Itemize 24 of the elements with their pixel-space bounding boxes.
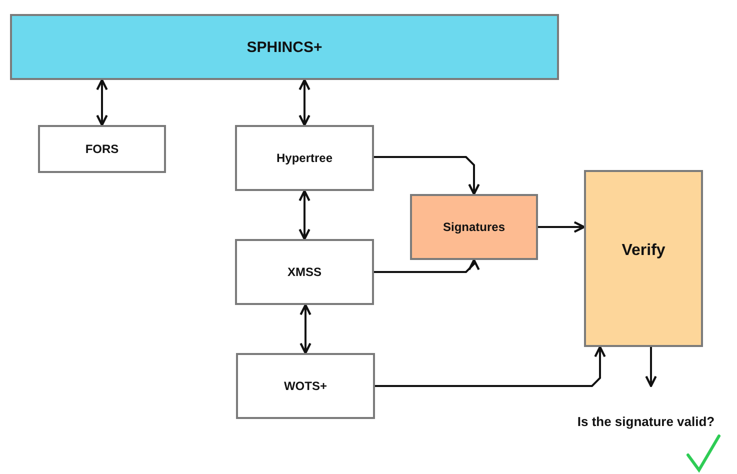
box-label: WOTS+ [284,379,327,393]
process-box [235,125,374,191]
arrow [374,258,480,273]
arrow [645,347,657,388]
process-box [410,194,538,260]
process-box [38,125,166,173]
process-box [235,239,374,305]
question-text: Is the signature valid? [577,414,715,428]
arrow [374,156,480,196]
header-box [10,14,559,80]
arrow [538,221,586,233]
arrow [96,78,108,126]
process-box [236,353,375,419]
box-label: Verify [622,242,666,260]
box-label: SPHINCS+ [246,38,322,56]
box-label: Hypertree [276,151,333,165]
box-label: FORS [85,142,119,156]
box-label: Signatures [442,220,505,234]
arrow [298,190,310,240]
arrow [375,346,606,387]
box-label: XMSS [287,265,322,279]
process-box [584,170,703,347]
arrow [300,304,312,354]
arrow [298,78,310,126]
